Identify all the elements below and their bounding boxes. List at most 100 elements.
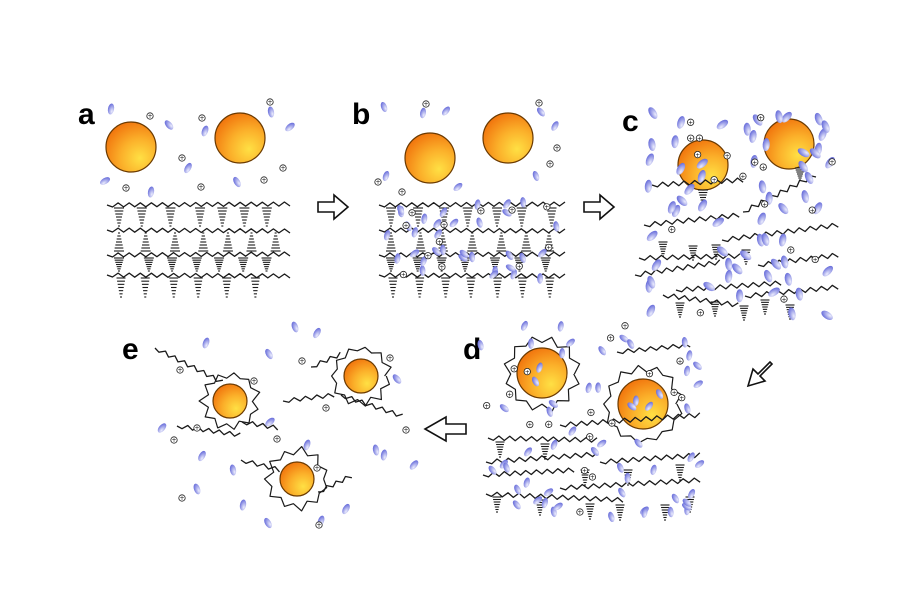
- cation-plus-sign: +: [647, 371, 652, 378]
- anion-ellipse: [541, 497, 548, 509]
- polymer-chain: [651, 177, 744, 188]
- anion-ellipse: [383, 230, 391, 241]
- cation-plus-sign: +: [672, 390, 677, 397]
- cation-plus-sign: +: [761, 164, 766, 171]
- anion-ellipse: [821, 120, 830, 133]
- anion-ellipse: [725, 270, 733, 283]
- anion-ellipse: [749, 129, 757, 143]
- anion-ellipse: [409, 460, 419, 470]
- spring-bond: [386, 207, 396, 227]
- spring-bond: [710, 301, 720, 317]
- nanoparticle: [763, 118, 815, 170]
- spring-bond: [270, 232, 281, 252]
- polymer-chain: [599, 452, 701, 465]
- anion-ellipse: [380, 101, 388, 113]
- anion-ellipse: [768, 287, 780, 297]
- cation-plus-sign: +: [437, 239, 442, 246]
- cation-symbol: [586, 433, 594, 441]
- anion-ellipse: [618, 487, 626, 498]
- spring-bond: [466, 277, 476, 298]
- cation-plus-sign: +: [740, 173, 745, 180]
- anion-ellipse: [546, 406, 553, 417]
- spring-bond: [388, 277, 398, 298]
- cation-plus-sign: +: [582, 468, 587, 475]
- anion-ellipse: [650, 464, 657, 476]
- nanoparticle: [343, 358, 379, 394]
- anion-ellipse: [656, 389, 664, 399]
- polymer-chain: [559, 412, 701, 428]
- cation-symbol: [543, 203, 551, 211]
- anion-ellipse: [617, 462, 624, 473]
- anion-ellipse: [693, 380, 703, 388]
- cation-symbol: [279, 164, 287, 172]
- anion-ellipse: [676, 162, 686, 175]
- cation-symbol: [170, 436, 178, 444]
- anion-ellipse: [523, 477, 530, 488]
- spring-bond: [462, 207, 473, 227]
- anion-ellipse: [505, 250, 514, 260]
- anion-ellipse: [394, 253, 401, 264]
- anion-ellipse: [676, 195, 688, 207]
- cation-symbol: [250, 377, 258, 385]
- anion-ellipse: [410, 249, 420, 258]
- spring-bond: [516, 207, 527, 227]
- cation-symbol: [668, 225, 676, 234]
- cation-symbol: [739, 172, 747, 180]
- panel-d: ++++++++++++++++++: [477, 320, 705, 523]
- anion-ellipse: [693, 361, 702, 370]
- anion-ellipse: [488, 465, 497, 475]
- anion-ellipse: [775, 110, 783, 124]
- anion-ellipse: [528, 338, 534, 349]
- cation-plus-sign: +: [788, 247, 793, 254]
- anion-ellipse: [743, 122, 751, 136]
- anion-ellipse: [677, 116, 685, 129]
- cation-plus-sign: +: [697, 135, 702, 142]
- anion-ellipse: [795, 287, 804, 301]
- cation-symbol: [438, 263, 446, 271]
- anion-ellipse: [684, 365, 691, 377]
- spring-bond: [467, 232, 478, 252]
- cation-symbol: [508, 206, 516, 214]
- anion-ellipse: [595, 382, 602, 393]
- anion-ellipse: [780, 255, 789, 269]
- anion-ellipse: [627, 402, 637, 411]
- polymer-chain: [106, 227, 291, 234]
- anion-ellipse: [291, 321, 299, 333]
- cation-symbol: [483, 401, 491, 410]
- cation-plus-sign: +: [608, 335, 613, 342]
- cation-plus-sign: +: [688, 119, 693, 126]
- spring-bond: [261, 207, 272, 227]
- anion-ellipse: [553, 502, 563, 511]
- cation-plus-sign: +: [274, 436, 279, 443]
- spring-bond: [688, 245, 698, 261]
- polymer-chain: [106, 272, 291, 279]
- cation-plus-sign: +: [404, 223, 409, 230]
- polymer-chain: [744, 284, 839, 299]
- arrow-d-to-e: [423, 415, 467, 443]
- cation-symbol: [424, 252, 432, 260]
- anion-ellipse: [804, 171, 814, 184]
- cation-plus-sign: +: [547, 161, 552, 168]
- cation-symbol: [515, 262, 523, 270]
- anion-ellipse: [732, 263, 743, 275]
- cation-plus-sign: +: [679, 395, 684, 402]
- cation-symbol: [260, 176, 268, 184]
- anion-ellipse: [597, 439, 607, 448]
- anion-ellipse: [686, 350, 693, 361]
- cation-symbol: [506, 390, 514, 398]
- cation-plus-sign: +: [442, 222, 447, 229]
- cation-symbol: [710, 176, 718, 184]
- nanoparticle: [617, 378, 669, 430]
- polymer-chain: [662, 293, 739, 308]
- panel-b: ++++++++++++++++++: [374, 99, 566, 298]
- anion-ellipse: [502, 209, 512, 217]
- anion-ellipse: [788, 307, 796, 321]
- cation-plus-sign: +: [323, 405, 328, 412]
- cation-symbol: [576, 508, 584, 516]
- polymer-chain: [638, 253, 741, 261]
- wrapping-chain: [603, 364, 683, 444]
- cation-plus-sign: +: [678, 358, 683, 365]
- cation-symbol: [374, 178, 382, 186]
- anion-ellipse: [634, 438, 643, 448]
- spring-bond: [114, 232, 124, 252]
